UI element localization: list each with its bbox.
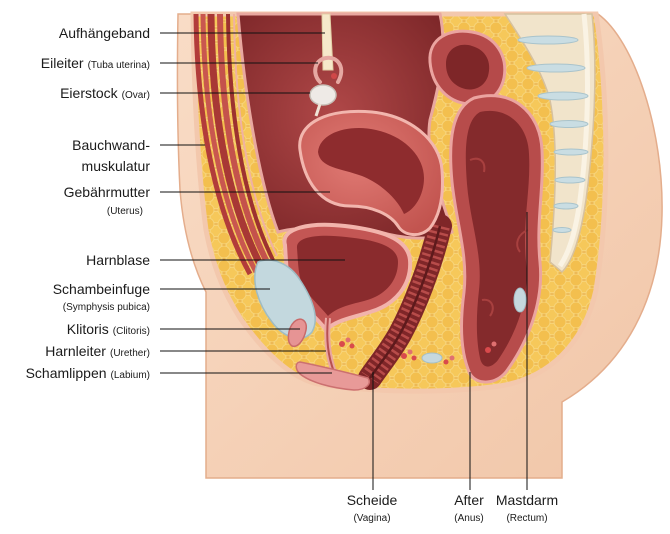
intervertebral-disc	[553, 202, 579, 210]
muscle-band	[226, 13, 275, 261]
muscle-band	[217, 13, 271, 266]
vessel-dot	[345, 337, 351, 343]
label-pubic-symphysis-name: Schambeinfuge	[53, 281, 151, 297]
label-urethra-text: Harnleiter (Urether)	[45, 343, 150, 359]
vessel-dot	[443, 359, 449, 365]
intervertebral-disc	[526, 63, 586, 73]
uterus	[298, 109, 444, 236]
label-anus-latin: (Anus)	[454, 513, 483, 524]
vessel-dot	[449, 355, 455, 361]
label-suspensory-ligament: Aufhängeband	[59, 25, 325, 41]
rectum-fold	[481, 298, 494, 317]
vessel-dot	[349, 343, 355, 349]
adnexa	[309, 13, 344, 117]
vessel-dot	[485, 347, 491, 353]
rectum-lumen	[465, 110, 530, 367]
uterine-cavity	[318, 128, 424, 214]
ovarian-ligament	[314, 103, 322, 117]
intervertebral-disc	[549, 120, 589, 128]
label-ovary: Eierstock(Ovar)	[60, 85, 310, 101]
label-fallopian-tube-text: Eileiter (Tuba uterina)	[41, 55, 150, 71]
rectum-fold	[516, 229, 529, 253]
label-clitoris-name: Klitoris	[67, 321, 109, 337]
vessel-dot	[491, 341, 497, 347]
label-fallopian-tube-name: Eileiter	[41, 55, 84, 71]
label-labia-text: Schamlippen (Labium)	[26, 365, 150, 381]
label-pubic-symphysis: Schambeinfuge (Symphysis pubica)	[53, 281, 270, 313]
label-uterus-latin: (Uterus)	[107, 206, 143, 217]
clitoris-shape	[287, 318, 308, 348]
label-urethra-name: Harnleiter	[45, 343, 106, 359]
muscle-band	[193, 13, 253, 276]
label-vagina-name: Scheide	[347, 492, 398, 508]
muscle-band	[200, 13, 259, 274]
label-abdominal-wall: Bauchwand- muskulatur	[72, 137, 205, 174]
label-suspensory-ligament-name: Aufhängeband	[59, 25, 150, 41]
label-ovary-name: Eierstock	[60, 85, 119, 101]
label-fallopian-tube-latin: (Tuba uterina)	[88, 60, 150, 71]
label-vagina: Scheide (Vagina)	[347, 372, 398, 524]
label-labia-latin: (Labium)	[111, 370, 150, 381]
label-rectum-latin: (Rectum)	[506, 513, 547, 524]
label-bladder-name: Harnblase	[86, 252, 150, 268]
label-urethra-latin: (Urether)	[110, 348, 150, 359]
label-bladder: Harnblase	[86, 252, 345, 268]
peritoneum-line	[233, 13, 278, 257]
label-abdominal-wall-line1: Bauchwand-	[72, 137, 150, 153]
label-vagina-latin: (Vagina)	[353, 513, 390, 524]
vagina-lumen	[368, 225, 442, 379]
labia-shape	[295, 361, 370, 391]
label-abdominal-wall-line2: muskulatur	[82, 158, 151, 174]
label-fallopian-tube: Eileiter (Tuba uterina)	[41, 55, 318, 71]
muscle-band	[207, 13, 266, 270]
fimbria-dot	[331, 73, 337, 79]
label-clitoris-text: Klitoris (Clitoris)	[67, 321, 150, 337]
urethra-tube	[324, 317, 337, 374]
ovary-shape	[309, 84, 337, 106]
label-pubic-symphysis-latin: (Symphysis pubica)	[63, 302, 150, 313]
intervertebral-disc	[537, 91, 589, 101]
vessel-dot	[401, 353, 407, 359]
label-urethra: Harnleiter (Urether)	[45, 343, 326, 359]
vessel-dot	[339, 341, 345, 347]
intervertebral-disc	[553, 148, 589, 156]
perineal-body	[513, 287, 527, 313]
label-rectum: Mastdarm (Rectum)	[496, 212, 558, 524]
sigmoid-colon	[428, 29, 507, 106]
abdominal-wall-muscle	[193, 13, 278, 276]
bladder-lumen	[296, 235, 398, 316]
label-clitoris: Klitoris (Clitoris)	[67, 321, 300, 337]
label-clitoris-latin: (Clitoris)	[113, 326, 150, 337]
label-uterus: Gebährmutter (Uterus)	[64, 184, 330, 217]
label-suspensory-ligament-text: Aufhängeband	[59, 25, 150, 41]
intervertebral-disc	[552, 227, 572, 233]
vessel-dot	[407, 349, 413, 355]
label-rectum-name: Mastdarm	[496, 492, 558, 508]
rectum-fold	[469, 157, 486, 173]
intervertebral-disc	[554, 176, 586, 184]
label-ovary-text: Eierstock(Ovar)	[60, 85, 150, 101]
fallopian-tube	[313, 55, 344, 84]
label-anus: After (Anus)	[454, 372, 484, 524]
label-anus-name: After	[454, 492, 484, 508]
perineal-body	[421, 352, 443, 364]
label-labia: Schamlippen (Labium)	[26, 365, 332, 381]
vessel-dot	[411, 355, 417, 361]
label-ovary-latin: (Ovar)	[122, 90, 150, 101]
label-labia-name: Schamlippen	[26, 365, 107, 381]
intervertebral-disc	[517, 35, 579, 45]
sigmoid-colon-lumen	[446, 44, 490, 90]
label-uterus-name: Gebährmutter	[64, 184, 151, 200]
vagina	[358, 214, 452, 390]
urethra-lumen	[326, 317, 335, 373]
bladder	[282, 222, 413, 334]
perineal-details	[339, 287, 527, 365]
spine	[503, 13, 596, 274]
